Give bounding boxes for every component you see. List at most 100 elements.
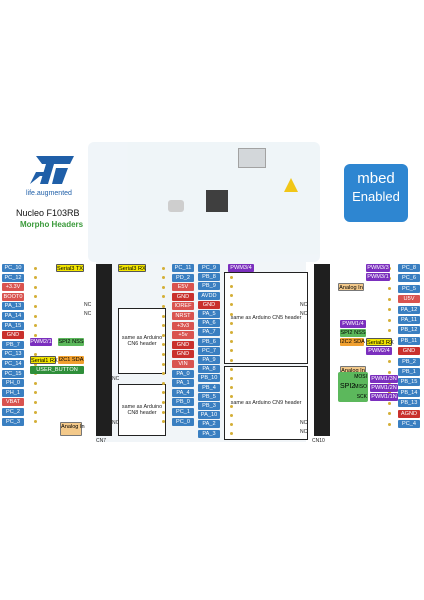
cn7-left-pin-7: GND bbox=[2, 331, 24, 340]
cn7-left-pin-0: PC_10 bbox=[2, 264, 24, 272]
cn7-left-header-pin-2 bbox=[34, 285, 37, 289]
cn7-left-pin-1: PC_12 bbox=[2, 273, 24, 282]
cn7-left-header-pin-3 bbox=[34, 295, 37, 299]
pwm3-4-tag: PWM3/4 bbox=[228, 264, 254, 272]
cn10-left-pin-3: AVDD bbox=[198, 291, 220, 300]
cn10-left-pin-17: PA_2 bbox=[198, 420, 220, 429]
board-subtitle: Morpho Headers bbox=[20, 220, 84, 229]
cn7-right-header-pin-1 bbox=[162, 276, 165, 280]
cn7-right-header-pin-0 bbox=[162, 266, 165, 270]
board-image bbox=[88, 142, 320, 262]
cn7-left-header-pin-15 bbox=[34, 410, 37, 414]
cn10-right-pin-14: AGND bbox=[398, 409, 420, 418]
cn7-right-header-pin-10 bbox=[162, 362, 165, 366]
cn7-left-pin-2: +3.3V bbox=[2, 283, 24, 292]
cn10-left-pin-4: GND bbox=[198, 300, 220, 309]
cn7-left-pin-13: PH_1 bbox=[2, 388, 24, 397]
cn10-left-pin-7: PA_7 bbox=[198, 328, 220, 337]
cn7-left-header-pin-6 bbox=[34, 324, 37, 328]
cn7-left-pin-10: PC_14 bbox=[2, 360, 24, 368]
user-button-tag: USER_BUTTON bbox=[30, 366, 84, 374]
cn10-left-header-pin-2 bbox=[230, 284, 233, 288]
cn8-box: same as Arduino CN8 header bbox=[118, 384, 166, 436]
cn7-left-pin-6: PA_15 bbox=[2, 321, 24, 330]
spi2-nss-left-tag: SPI2 NSS bbox=[58, 338, 84, 346]
cn5-box: same as Arduino CN5 header bbox=[224, 272, 308, 364]
cn7-right-header-pin-11 bbox=[162, 372, 165, 376]
cn10-right-pin-8: GND bbox=[398, 347, 420, 356]
cn10-left-pin-6: PA_6 bbox=[198, 319, 220, 328]
serial3-rx-right-tag: Serial3 RX bbox=[366, 338, 394, 346]
mbed-line2: Enabled bbox=[352, 189, 400, 204]
pwm2-1-tag: PWM2/1 bbox=[30, 338, 52, 346]
cn7-left-pin-5: PA_14 bbox=[2, 312, 24, 320]
cn7-left-header-pin-1 bbox=[34, 276, 37, 280]
cn7-right-pin-11: PA_0 bbox=[172, 369, 194, 378]
cn7-right-header-pin-7 bbox=[162, 333, 165, 337]
cn7-left-pin-8: PB_7 bbox=[2, 340, 24, 349]
cn10-left-pin-0: PC_9 bbox=[198, 264, 220, 272]
pwm1-3n-tag: PWM1/3N bbox=[370, 375, 398, 383]
cn10-left-pin-15: PB_3 bbox=[198, 402, 220, 410]
cn7-header bbox=[96, 264, 112, 436]
pwm3-3-tag: PWM3/3 bbox=[366, 264, 390, 272]
cn10-left-header-pin-14 bbox=[230, 395, 233, 399]
cn10-left-header-pin-10 bbox=[230, 358, 233, 362]
analog-in-right-tag: Analog In bbox=[338, 283, 364, 291]
cn10-right-header-pin-3 bbox=[388, 297, 391, 301]
cn7-left-pin-11: PC_15 bbox=[2, 369, 24, 378]
cn10-left-pin-16: PA_10 bbox=[198, 411, 220, 420]
cn7-left-header-pin-9 bbox=[34, 352, 37, 356]
cn7-left-pin-9: PC_13 bbox=[2, 350, 24, 359]
spi2-nss-right-tag: SPI2 NSS bbox=[340, 329, 366, 337]
cn7-left-header-pin-13 bbox=[34, 391, 37, 395]
cn7-label: CN7 bbox=[96, 438, 107, 444]
cn7-left-header-pin-4 bbox=[34, 304, 37, 308]
cn7-right-header-pin-16 bbox=[162, 420, 165, 424]
pwm1-1n-tag: PWM1/1N bbox=[370, 393, 398, 401]
cn7-right-pin-12: PA_1 bbox=[172, 379, 194, 388]
cn10-right-pin-2: PC_5 bbox=[398, 284, 420, 293]
cn7-right-header-pin-3 bbox=[162, 295, 165, 299]
cn10-right-pin-15: PC_4 bbox=[398, 420, 420, 428]
nc-7: NC bbox=[300, 420, 308, 426]
pwm1-4-tag: PWM1/4 bbox=[340, 320, 366, 328]
cn7-right-header-pin-5 bbox=[162, 314, 165, 318]
cn7-left-pin-16: PC_3 bbox=[2, 417, 24, 426]
cn7-right-pin-0: PC_11 bbox=[172, 264, 194, 272]
cn7-right-pin-6: +3v3 bbox=[172, 321, 194, 330]
cn7-right-header-pin-14 bbox=[162, 400, 165, 404]
cn10-right-header-pin-15 bbox=[388, 422, 391, 426]
cn7-right-header-pin-15 bbox=[162, 410, 165, 414]
mbed-line1: mbed bbox=[357, 170, 395, 187]
serial3-rx-tag: Serial3 RX bbox=[118, 264, 146, 272]
cn10-left-header-pin-7 bbox=[230, 330, 233, 334]
serial1-rx-tag: Serial1 RX bbox=[30, 356, 58, 364]
cn10-right-header-pin-14 bbox=[388, 412, 391, 416]
cn10-left-pin-5: PA_5 bbox=[198, 310, 220, 318]
cn7-right-pin-7: +5v bbox=[172, 331, 194, 340]
cn7-left-header-pin-10 bbox=[34, 362, 37, 366]
cn7-right-pin-15: PC_1 bbox=[172, 408, 194, 416]
nc-1: NC bbox=[84, 302, 92, 308]
cn10-left-pin-14: PB_5 bbox=[198, 392, 220, 401]
cn10-left-header-pin-12 bbox=[230, 376, 233, 380]
cn10-right-header-pin-13 bbox=[388, 401, 391, 405]
cn10-right-pin-4: PA_12 bbox=[398, 305, 420, 314]
cn10-left-header-pin-3 bbox=[230, 294, 233, 298]
cn10-left-pin-13: PB_4 bbox=[198, 383, 220, 392]
cn7-right-pin-4: IOREF bbox=[172, 302, 194, 311]
cn10-right-header-pin-6 bbox=[388, 328, 391, 332]
cn7-right-header-pin-8 bbox=[162, 343, 165, 347]
cn10-right-pin-9: PB_2 bbox=[398, 357, 420, 366]
cn7-right-pin-14: PB_0 bbox=[172, 398, 194, 407]
cn7-right-pin-3: GND bbox=[172, 292, 194, 301]
i2c1-sda-left-tag: I2C1 SDA bbox=[58, 356, 84, 364]
cn10-left-header-pin-13 bbox=[230, 386, 233, 390]
cn7-right-pin-13: PA_4 bbox=[172, 388, 194, 397]
cn7-left-pin-15: PC_2 bbox=[2, 408, 24, 416]
cn7-right-pin-8: GND bbox=[172, 340, 194, 349]
nc-8: NC bbox=[300, 429, 308, 435]
cn10-right-header-pin-5 bbox=[388, 318, 391, 322]
cn7-left-header-pin-16 bbox=[34, 420, 37, 424]
